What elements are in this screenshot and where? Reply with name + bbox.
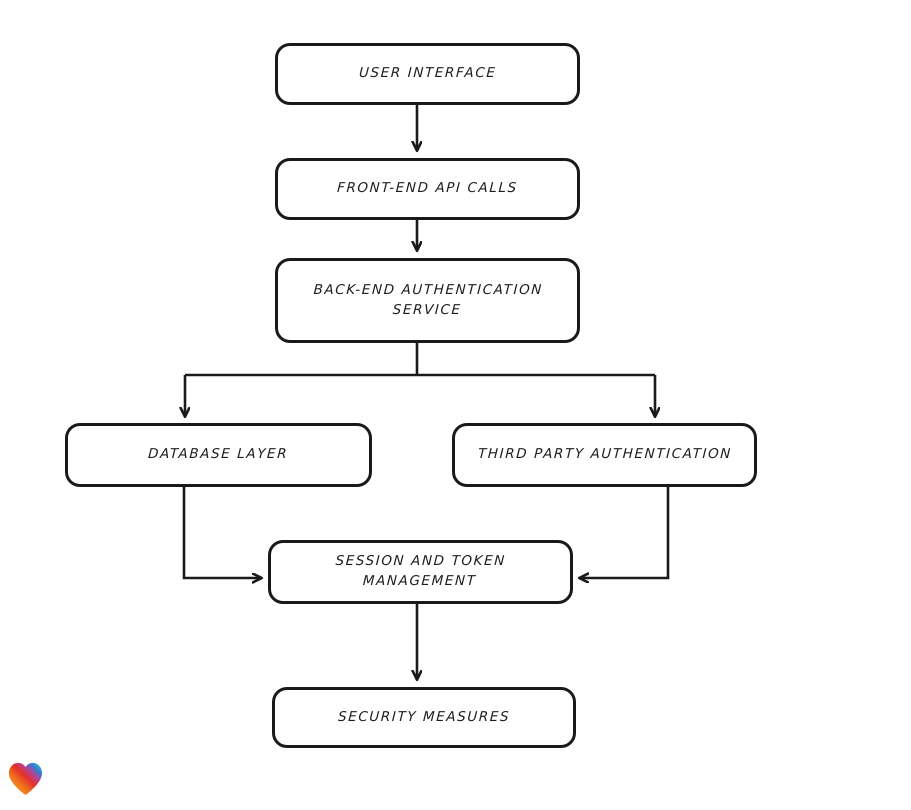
node-back-end-authentication-service[interactable]: Back-End Authentication Service	[275, 258, 580, 343]
node-label: Security Measures	[337, 708, 511, 725]
node-security-measures[interactable]: Security Measures	[272, 687, 576, 748]
node-database-layer[interactable]: Database Layer	[65, 423, 372, 487]
node-session-and-token-management[interactable]: Session and Token Management	[268, 540, 573, 604]
heart-icon	[8, 762, 43, 796]
node-label: Back-End Authentication Service	[312, 281, 544, 318]
node-user-interface[interactable]: User Interface	[275, 43, 580, 105]
node-label: Third Party Authentication	[477, 446, 732, 463]
node-label: Session and Token Management	[335, 553, 507, 589]
node-third-party-authentication[interactable]: Third Party Authentication	[452, 423, 757, 487]
node-front-end-api-calls[interactable]: Front-End API Calls	[275, 158, 580, 220]
node-label: User Interface	[358, 65, 497, 82]
node-label: Front-End API Calls	[336, 180, 519, 197]
edge-thirdparty-to-session	[580, 487, 670, 578]
node-label: Database Layer	[148, 446, 290, 463]
edge-database-to-session	[182, 487, 261, 578]
